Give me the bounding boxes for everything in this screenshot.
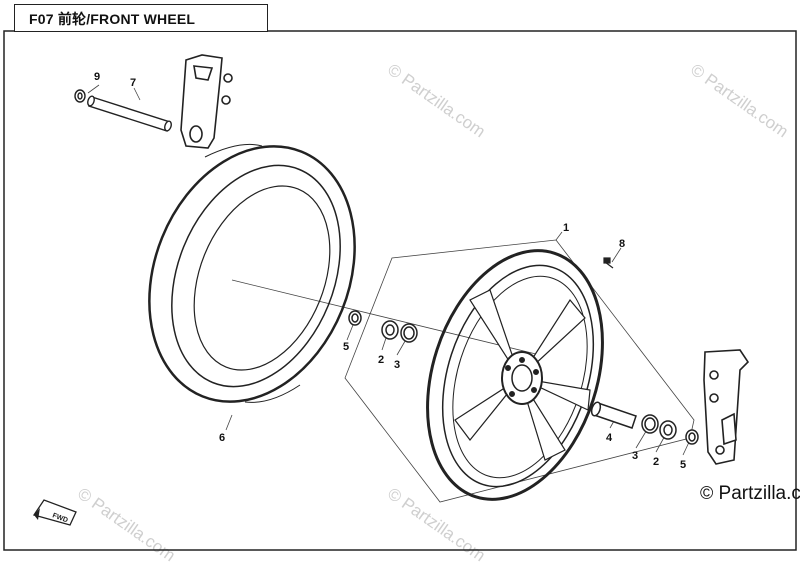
- diagram-frame: [3, 30, 797, 551]
- callout-6: 6: [219, 432, 225, 444]
- left-oil-seal: [381, 320, 399, 340]
- wheel-collar: [590, 401, 637, 429]
- front-axle: [87, 95, 172, 132]
- left-spacer: [348, 310, 362, 326]
- callout-3-right: 3: [632, 450, 638, 462]
- right-bearing: [641, 414, 659, 434]
- callout-2-right: 2: [653, 456, 659, 468]
- copyright-notice: © Partzilla.c: [700, 483, 800, 505]
- callout-7: 7: [130, 77, 136, 89]
- callout-5-right: 5: [680, 459, 686, 471]
- copyright-text: Partzilla.c: [718, 483, 800, 504]
- diagram-title: F07 前轮/FRONT WHEEL: [29, 11, 196, 27]
- forward-direction-arrow: FWD: [32, 499, 77, 526]
- right-spacer: [685, 429, 699, 445]
- axle-nut: [74, 89, 86, 103]
- leader-lines: [87, 84, 695, 503]
- left-fork-leg: [180, 54, 233, 149]
- callout-5-left: 5: [343, 341, 349, 353]
- right-oil-seal: [659, 420, 677, 440]
- callout-1: 1: [563, 222, 569, 234]
- title-box: F07 前轮/FRONT WHEEL: [14, 4, 268, 32]
- callout-4: 4: [606, 432, 613, 444]
- left-bearing: [400, 323, 418, 343]
- callout-8: 8: [619, 238, 625, 250]
- callout-2-left: 2: [378, 354, 384, 366]
- front-wheel-rim: [426, 249, 604, 501]
- valve-stem: [603, 257, 614, 269]
- callout-9: 9: [94, 71, 100, 83]
- right-fork-leg: [703, 349, 750, 465]
- copyright-icon: ©: [700, 483, 714, 503]
- callout-3-left: 3: [394, 359, 400, 371]
- front-tire: [148, 143, 356, 403]
